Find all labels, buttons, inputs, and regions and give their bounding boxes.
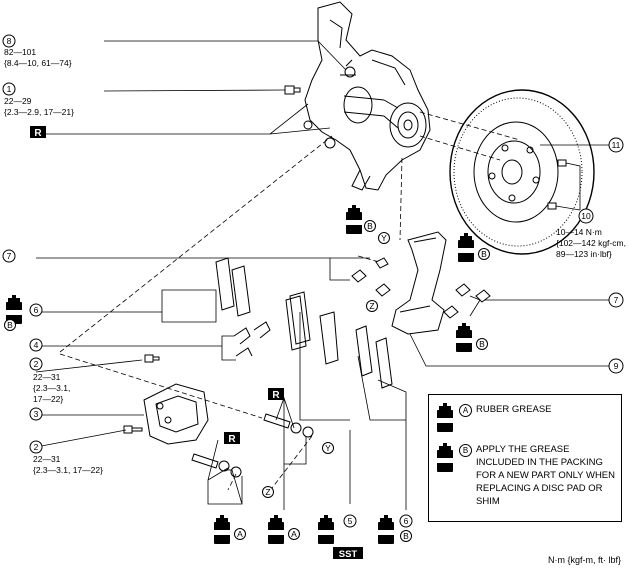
callout-10: 10 10—14 N·m {102—142 kgf-cm, 89—123 in·… <box>556 208 626 259</box>
svg-text:6: 6 <box>34 305 39 315</box>
legend-letter-b: B <box>459 444 472 457</box>
svg-text:1: 1 <box>7 84 12 94</box>
svg-text:7: 7 <box>614 295 619 305</box>
callout-2-upper: 2 22—31 {2.3—3.1, 17—22} <box>29 357 70 404</box>
svg-text:2: 2 <box>34 442 39 452</box>
grease-can-b-shim: B <box>378 515 412 544</box>
svg-text:A: A <box>237 529 243 539</box>
callout-5: 5 <box>343 514 357 528</box>
svg-text:{102—142 kgf-cm,: {102—142 kgf-cm, <box>556 238 626 248</box>
bolt-2b <box>123 425 143 434</box>
svg-text:B: B <box>367 221 373 231</box>
marker-y-upper: Y <box>378 232 390 244</box>
svg-text:R: R <box>228 434 236 445</box>
svg-text:11: 11 <box>612 140 621 150</box>
bolt-1 <box>284 85 301 95</box>
grease-can-a-1: A <box>214 515 246 544</box>
grease-can-icon <box>437 443 453 472</box>
svg-text:7: 7 <box>7 251 12 261</box>
svg-text:{2.3—2.9, 17—21}: {2.3—2.9, 17—21} <box>4 107 74 117</box>
svg-text:B: B <box>481 249 487 259</box>
svg-text:8: 8 <box>7 36 12 46</box>
legend-letter-a: A <box>459 404 472 417</box>
bushing-clips <box>351 257 491 319</box>
callout-7-left: 7 <box>2 249 16 263</box>
dashed-lines <box>59 111 521 491</box>
svg-text:Z: Z <box>265 487 270 497</box>
guide-pin-lower <box>191 453 242 478</box>
svg-text:R: R <box>272 390 280 401</box>
svg-text:6: 6 <box>404 516 409 526</box>
brake-pads <box>215 257 393 389</box>
grease-legend: A RUBER GREASE B APPLY THE GREASE INCLUD… <box>428 394 622 522</box>
caliper-bracket <box>391 231 447 335</box>
grease-can-a-2: A <box>268 515 300 544</box>
marker-z-lower: Z <box>262 486 274 498</box>
callout-8: 8 82—101 {8.4—10, 61—74} <box>2 34 72 68</box>
legend-text-b: APPLY THE GREASE INCLUDED IN THE PACKING… <box>476 444 616 507</box>
callout-2-lower: 2 22—31 {2.3—3.1, 17—22} <box>29 440 103 475</box>
svg-text:R: R <box>34 128 42 139</box>
legend-row-a: A RUBER GREASE <box>435 403 552 433</box>
sst-marker: SST <box>333 547 363 560</box>
svg-text:4: 4 <box>34 340 39 350</box>
svg-text:{2.3—3.1, 17—22}: {2.3—3.1, 17—22} <box>33 465 103 475</box>
grease-can-icon <box>437 403 453 432</box>
svg-text:A: A <box>291 529 297 539</box>
svg-text:B: B <box>403 531 409 541</box>
svg-text:89—123 in·lbf}: 89—123 in·lbf} <box>556 249 612 259</box>
grease-can-b-bracket: B <box>456 323 488 352</box>
disc-plate <box>449 89 595 255</box>
callout-3: 3 <box>29 407 43 421</box>
bolt-2a <box>144 354 160 363</box>
marker-y-lower: Y <box>322 442 334 454</box>
svg-text:2: 2 <box>34 359 39 369</box>
svg-text:3: 3 <box>34 409 39 419</box>
marker-z-upper: Z <box>366 300 378 312</box>
legend-row-b: B APPLY THE GREASE INCLUDED IN THE PACKI… <box>435 443 616 508</box>
svg-text:17—22}: 17—22} <box>33 394 63 404</box>
svg-text:10—14 N·m: 10—14 N·m <box>556 227 602 237</box>
svg-text:5: 5 <box>348 516 353 526</box>
svg-text:Z: Z <box>369 301 374 311</box>
callout-4: 4 <box>29 338 43 352</box>
leader-lines <box>35 40 610 510</box>
steering-knuckle <box>303 1 431 191</box>
svg-text:82—101: 82—101 <box>4 47 36 57</box>
replace-marker-top: R <box>30 126 46 139</box>
replace-marker-low: R <box>224 432 240 445</box>
svg-text:{8.4—10, 61—74}: {8.4—10, 61—74} <box>4 58 72 68</box>
guide-pin-upper <box>263 413 314 438</box>
svg-text:22—31: 22—31 <box>33 372 61 382</box>
legend-text-a: RUBER GREASE <box>476 404 552 415</box>
svg-text:B: B <box>7 320 13 330</box>
caliper-body <box>143 383 209 445</box>
callout-11: 11 <box>608 137 624 153</box>
grease-can-b-right: B <box>458 233 490 262</box>
svg-text:Y: Y <box>381 233 387 243</box>
svg-text:SST: SST <box>339 549 358 560</box>
callout-6-left: 6 <box>29 303 43 317</box>
grease-can-b-pad <box>318 515 334 544</box>
replace-marker-mid: R <box>268 388 284 401</box>
svg-text:{2.3—3.1,: {2.3—3.1, <box>33 383 70 393</box>
callout-7-right: 7 <box>608 292 624 308</box>
grease-can-b-left: B <box>4 295 22 331</box>
svg-text:B: B <box>479 339 485 349</box>
callout-1: 1 22—29 {2.3—2.9, 17—21} <box>2 82 74 117</box>
svg-text:Y: Y <box>325 443 331 453</box>
svg-text:10: 10 <box>581 211 591 221</box>
grease-can-b-upper: B <box>346 205 376 234</box>
svg-text:22—31: 22—31 <box>33 454 61 464</box>
callout-9: 9 <box>608 358 624 374</box>
svg-text:9: 9 <box>614 361 619 371</box>
svg-text:22—29: 22—29 <box>4 96 32 106</box>
callout-6-bottom: 6 <box>399 514 413 528</box>
pad-guide-plates <box>233 321 271 357</box>
units-label: N·m {kgf-m, ft· lbf} <box>547 555 621 565</box>
